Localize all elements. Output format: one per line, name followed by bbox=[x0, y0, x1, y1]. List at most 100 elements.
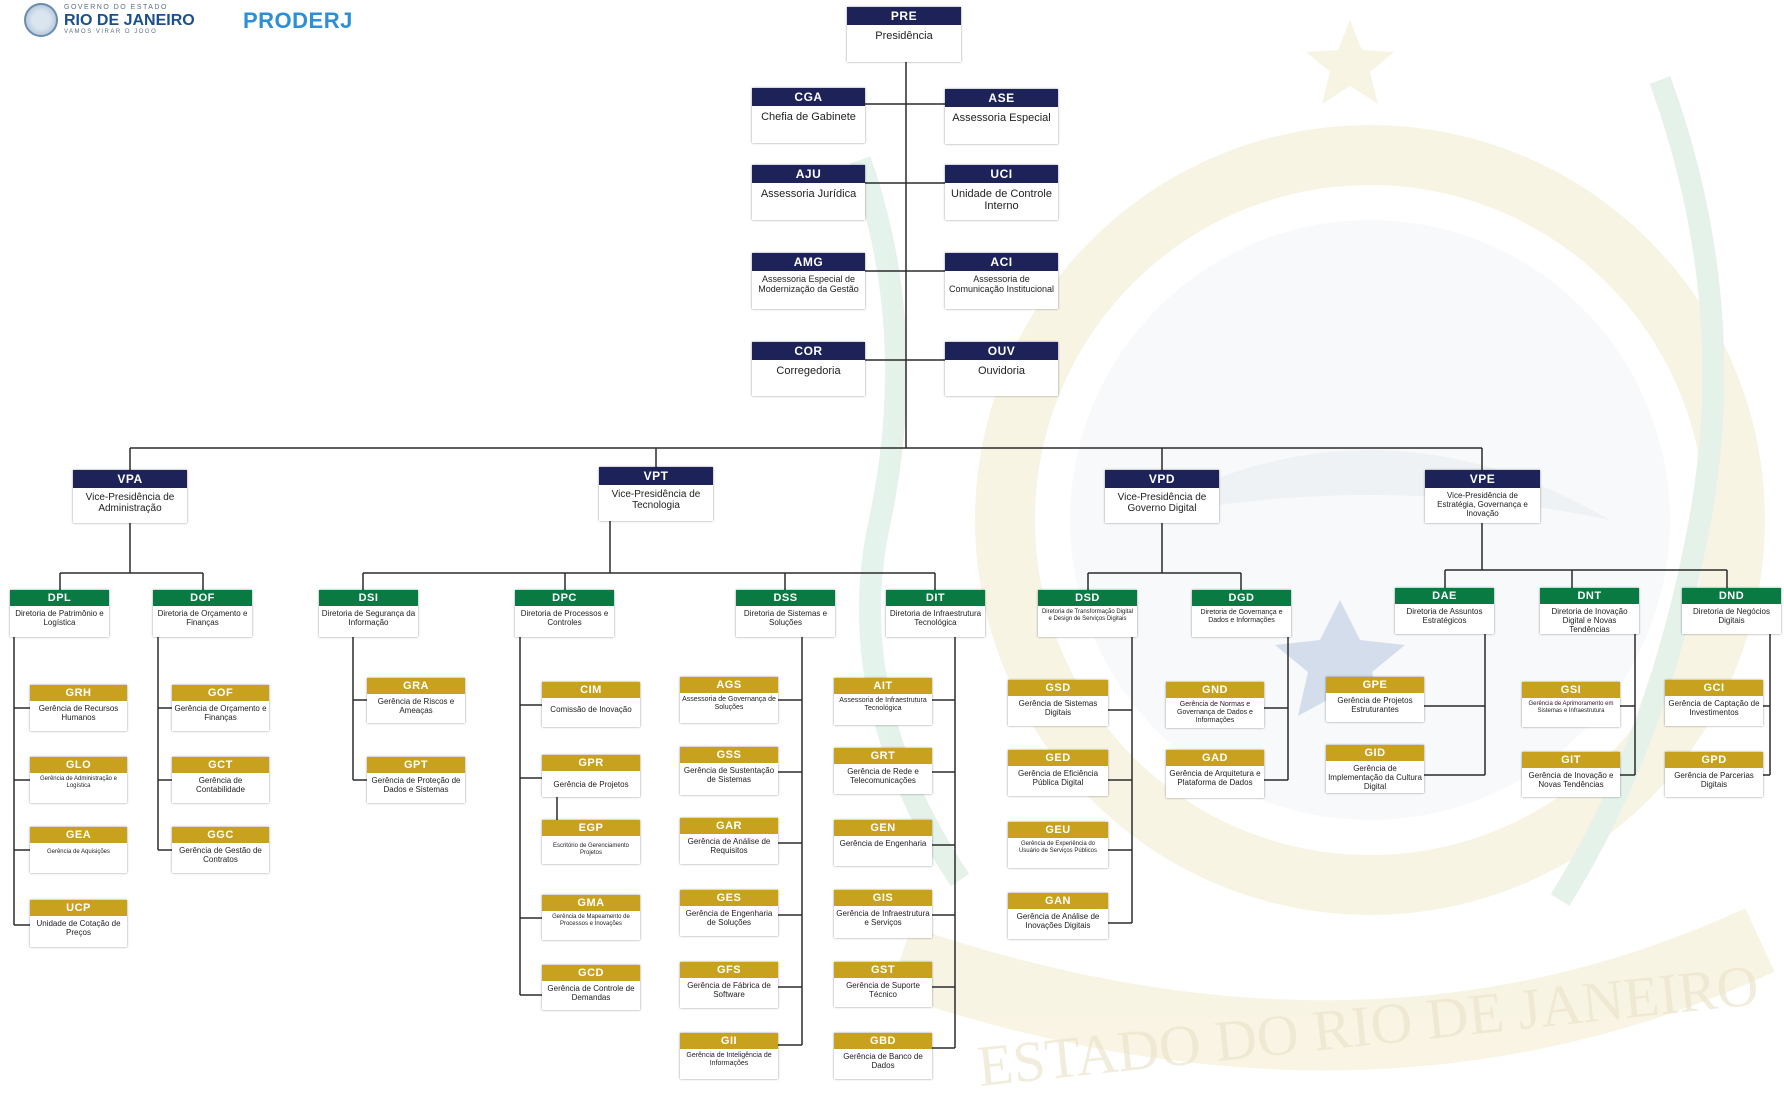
org-box-dae[interactable]: DAE Diretoria de Assuntos Estratégicos bbox=[1395, 588, 1494, 634]
org-code-ouv: OUV bbox=[945, 342, 1058, 360]
government-label: GOVERNO DO ESTADO bbox=[64, 4, 168, 11]
org-box-ged[interactable]: GED Gerência de Eficiência Pública Digit… bbox=[1008, 750, 1108, 796]
org-box-git[interactable]: GIT Gerência de Inovação e Novas Tendênc… bbox=[1522, 752, 1620, 797]
state-name-label: RIO DE JANEIRO bbox=[64, 12, 195, 29]
org-box-cor[interactable]: COR Corregedoria bbox=[752, 342, 865, 396]
org-box-gpe[interactable]: GPE Gerência de Projetos Estruturantes bbox=[1326, 677, 1424, 722]
org-code-ged: GED bbox=[1008, 750, 1108, 766]
org-box-cim[interactable]: CIM Comissão de Inovação bbox=[542, 682, 640, 727]
org-code-gis: GIS bbox=[834, 890, 932, 906]
org-box-dgd[interactable]: DGD Diretoria de Governança e Dados e In… bbox=[1192, 590, 1291, 637]
org-box-ges[interactable]: GES Gerência de Engenharia de Soluções bbox=[680, 890, 778, 936]
org-box-gad[interactable]: GAD Gerência de Arquitetura e Plataforma… bbox=[1166, 750, 1264, 798]
org-box-gct[interactable]: GCT Gerência de Contabilidade bbox=[172, 757, 269, 803]
org-box-gma[interactable]: GMA Gerência de Mapeamento de Processos … bbox=[542, 895, 640, 940]
org-box-gst[interactable]: GST Gerência de Suporte Técnico bbox=[834, 962, 932, 1007]
org-code-grt: GRT bbox=[834, 748, 932, 764]
org-code-gan: GAN bbox=[1008, 893, 1108, 909]
org-box-vpe[interactable]: VPE Vice-Presidência de Estratégia, Gove… bbox=[1425, 470, 1540, 523]
org-box-gsd[interactable]: GSD Gerência de Sistemas Digitais bbox=[1008, 680, 1108, 726]
org-box-gar[interactable]: GAR Gerência de Análise de Requisitos bbox=[680, 818, 778, 864]
org-box-dpl[interactable]: DPL Diretoria de Patrimônio e Logística bbox=[10, 590, 109, 637]
org-box-ags[interactable]: AGS Assessoria de Governança de Soluções bbox=[680, 677, 778, 723]
org-box-gnd[interactable]: GND Gerência de Normas e Governança de D… bbox=[1166, 682, 1264, 728]
org-code-gea: GEA bbox=[30, 827, 127, 843]
org-box-uci[interactable]: UCI Unidade de Controle Interno bbox=[945, 165, 1058, 220]
org-box-dss[interactable]: DSS Diretoria de Sistemas e Soluções bbox=[736, 590, 835, 637]
org-box-gea[interactable]: GEA Gerência de Aquisições bbox=[30, 827, 127, 873]
org-box-gss[interactable]: GSS Gerência de Sustentação de Sistemas bbox=[680, 747, 778, 795]
org-box-aci[interactable]: ACI Assessoria de Comunicação Institucio… bbox=[945, 253, 1058, 309]
org-box-gbd[interactable]: GBD Gerência de Banco de Dados bbox=[834, 1033, 932, 1079]
org-box-gpd[interactable]: GPD Gerência de Parcerias Digitais bbox=[1665, 752, 1763, 797]
org-name-vpe: Vice-Presidência de Estratégia, Governan… bbox=[1437, 491, 1528, 518]
org-box-amg[interactable]: AMG Assessoria Especial de Modernização … bbox=[752, 253, 865, 309]
org-code-gfs: GFS bbox=[680, 962, 778, 978]
org-box-geu[interactable]: GEU Gerência de Experiência do Usuário d… bbox=[1008, 822, 1108, 868]
org-name-ged: Gerência de Eficiência Pública Digital bbox=[1017, 769, 1099, 787]
org-code-gen: GEN bbox=[834, 820, 932, 836]
org-name-amg: Assessoria Especial de Modernização da G… bbox=[758, 274, 859, 294]
org-name-grt: Gerência de Rede e Telecomunicações bbox=[847, 767, 919, 785]
org-box-gof[interactable]: GOF Gerência de Orçamento e Finanças bbox=[172, 685, 269, 731]
org-box-gsi[interactable]: GSI Gerência de Aprimoramento em Sistema… bbox=[1522, 682, 1620, 727]
org-box-dsi[interactable]: DSI Diretoria de Segurança da Informação bbox=[319, 590, 418, 637]
org-box-dsd[interactable]: DSD Diretoria de Transformação Digital e… bbox=[1038, 590, 1137, 637]
org-name-cor: Corregedoria bbox=[776, 365, 841, 377]
org-code-vpd: VPD bbox=[1105, 470, 1219, 488]
org-box-ucp[interactable]: UCP Unidade de Cotação de Preços bbox=[30, 900, 127, 947]
org-box-ait[interactable]: AIT Assessoria de Infraestrutura Tecnoló… bbox=[834, 678, 932, 725]
org-box-gid[interactable]: GID Gerência de Implementação da Cultura… bbox=[1326, 745, 1424, 793]
org-box-gan[interactable]: GAN Gerência de Análise de Inovações Dig… bbox=[1008, 893, 1108, 939]
org-box-cga[interactable]: CGA Chefia de Gabinete bbox=[752, 88, 865, 143]
org-code-glo: GLO bbox=[30, 757, 127, 773]
org-code-gci: GCI bbox=[1665, 680, 1763, 696]
org-box-vpd[interactable]: VPD Vice-Presidência de Governo Digital bbox=[1105, 470, 1219, 523]
org-name-gss: Gerência de Sustentação de Sistemas bbox=[683, 766, 775, 784]
org-code-gsd: GSD bbox=[1008, 680, 1108, 696]
org-box-gii[interactable]: GII Gerência de Inteligência de Informaç… bbox=[680, 1033, 778, 1079]
org-box-grh[interactable]: GRH Gerência de Recursos Humanos bbox=[30, 685, 127, 731]
org-box-gis[interactable]: GIS Gerência de Infraestrutura e Serviço… bbox=[834, 890, 932, 938]
org-box-dnd[interactable]: DND Diretoria de Negócios Digitais bbox=[1682, 588, 1781, 634]
org-name-gpr: Gerência de Projetos bbox=[553, 780, 629, 789]
org-box-pre[interactable]: PRE Presidência bbox=[847, 7, 961, 62]
org-name-vpa: Vice-Presidência de Administração bbox=[85, 492, 175, 514]
org-name-cga: Chefia de Gabinete bbox=[761, 111, 856, 123]
org-box-dof[interactable]: DOF Diretoria de Orçamento e Finanças bbox=[153, 590, 252, 637]
org-code-ait: AIT bbox=[834, 678, 932, 694]
org-box-gra[interactable]: GRA Gerência de Riscos e Ameaças bbox=[367, 678, 465, 723]
org-name-aci: Assessoria de Comunicação Institucional bbox=[948, 274, 1055, 294]
org-name-gcd: Gerência de Controle de Demandas bbox=[547, 984, 635, 1002]
org-box-gen[interactable]: GEN Gerência de Engenharia bbox=[834, 820, 932, 866]
org-code-dnt: DNT bbox=[1540, 588, 1639, 604]
org-box-dit[interactable]: DIT Diretoria de Infraestrutura Tecnológ… bbox=[886, 590, 985, 637]
org-box-dpc[interactable]: DPC Diretoria de Processos e Controles bbox=[515, 590, 614, 637]
org-name-gid: Gerência de Implementação da Cultura Dig… bbox=[1328, 764, 1422, 791]
org-box-egp[interactable]: EGP Escritório de Gerenciamento Projetos bbox=[542, 820, 640, 864]
org-box-gcd[interactable]: GCD Gerência de Controle de Demandas bbox=[542, 965, 640, 1010]
org-name-git: Gerência de Inovação e Novas Tendências bbox=[1528, 771, 1614, 789]
org-code-dss: DSS bbox=[736, 590, 835, 606]
org-code-gpd: GPD bbox=[1665, 752, 1763, 768]
org-box-dnt[interactable]: DNT Diretoria de Inovação Digital e Nova… bbox=[1540, 588, 1639, 634]
org-box-gpt[interactable]: GPT Gerência de Proteção de Dados e Sist… bbox=[367, 757, 465, 803]
org-box-glo[interactable]: GLO Gerência de Administração e Logístic… bbox=[30, 757, 127, 803]
org-code-vpe: VPE bbox=[1425, 470, 1540, 488]
org-box-ggc[interactable]: GGC Gerência de Gestão de Contratos bbox=[172, 827, 269, 873]
org-code-gof: GOF bbox=[172, 685, 269, 701]
org-box-vpt[interactable]: VPT Vice-Presidência de Tecnologia bbox=[599, 467, 713, 521]
org-box-gfs[interactable]: GFS Gerência de Fábrica de Software bbox=[680, 962, 778, 1008]
org-box-vpa[interactable]: VPA Vice-Presidência de Administração bbox=[73, 470, 187, 523]
org-box-ase[interactable]: ASE Assessoria Especial bbox=[945, 89, 1058, 144]
org-name-dsd: Diretoria de Transformação Digital e Des… bbox=[1041, 609, 1134, 622]
org-code-aju: AJU bbox=[752, 165, 865, 183]
org-box-grt[interactable]: GRT Gerência de Rede e Telecomunicações bbox=[834, 748, 932, 794]
org-code-ase: ASE bbox=[945, 89, 1058, 107]
org-box-aju[interactable]: AJU Assessoria Jurídica bbox=[752, 165, 865, 220]
org-box-gci[interactable]: GCI Gerência de Captação de Investimento… bbox=[1665, 680, 1763, 726]
org-name-gof: Gerência de Orçamento e Finanças bbox=[174, 704, 267, 722]
org-code-git: GIT bbox=[1522, 752, 1620, 768]
org-box-gpr[interactable]: GPR Gerência de Projetos bbox=[542, 755, 640, 797]
org-box-ouv[interactable]: OUV Ouvidoria bbox=[945, 342, 1058, 396]
